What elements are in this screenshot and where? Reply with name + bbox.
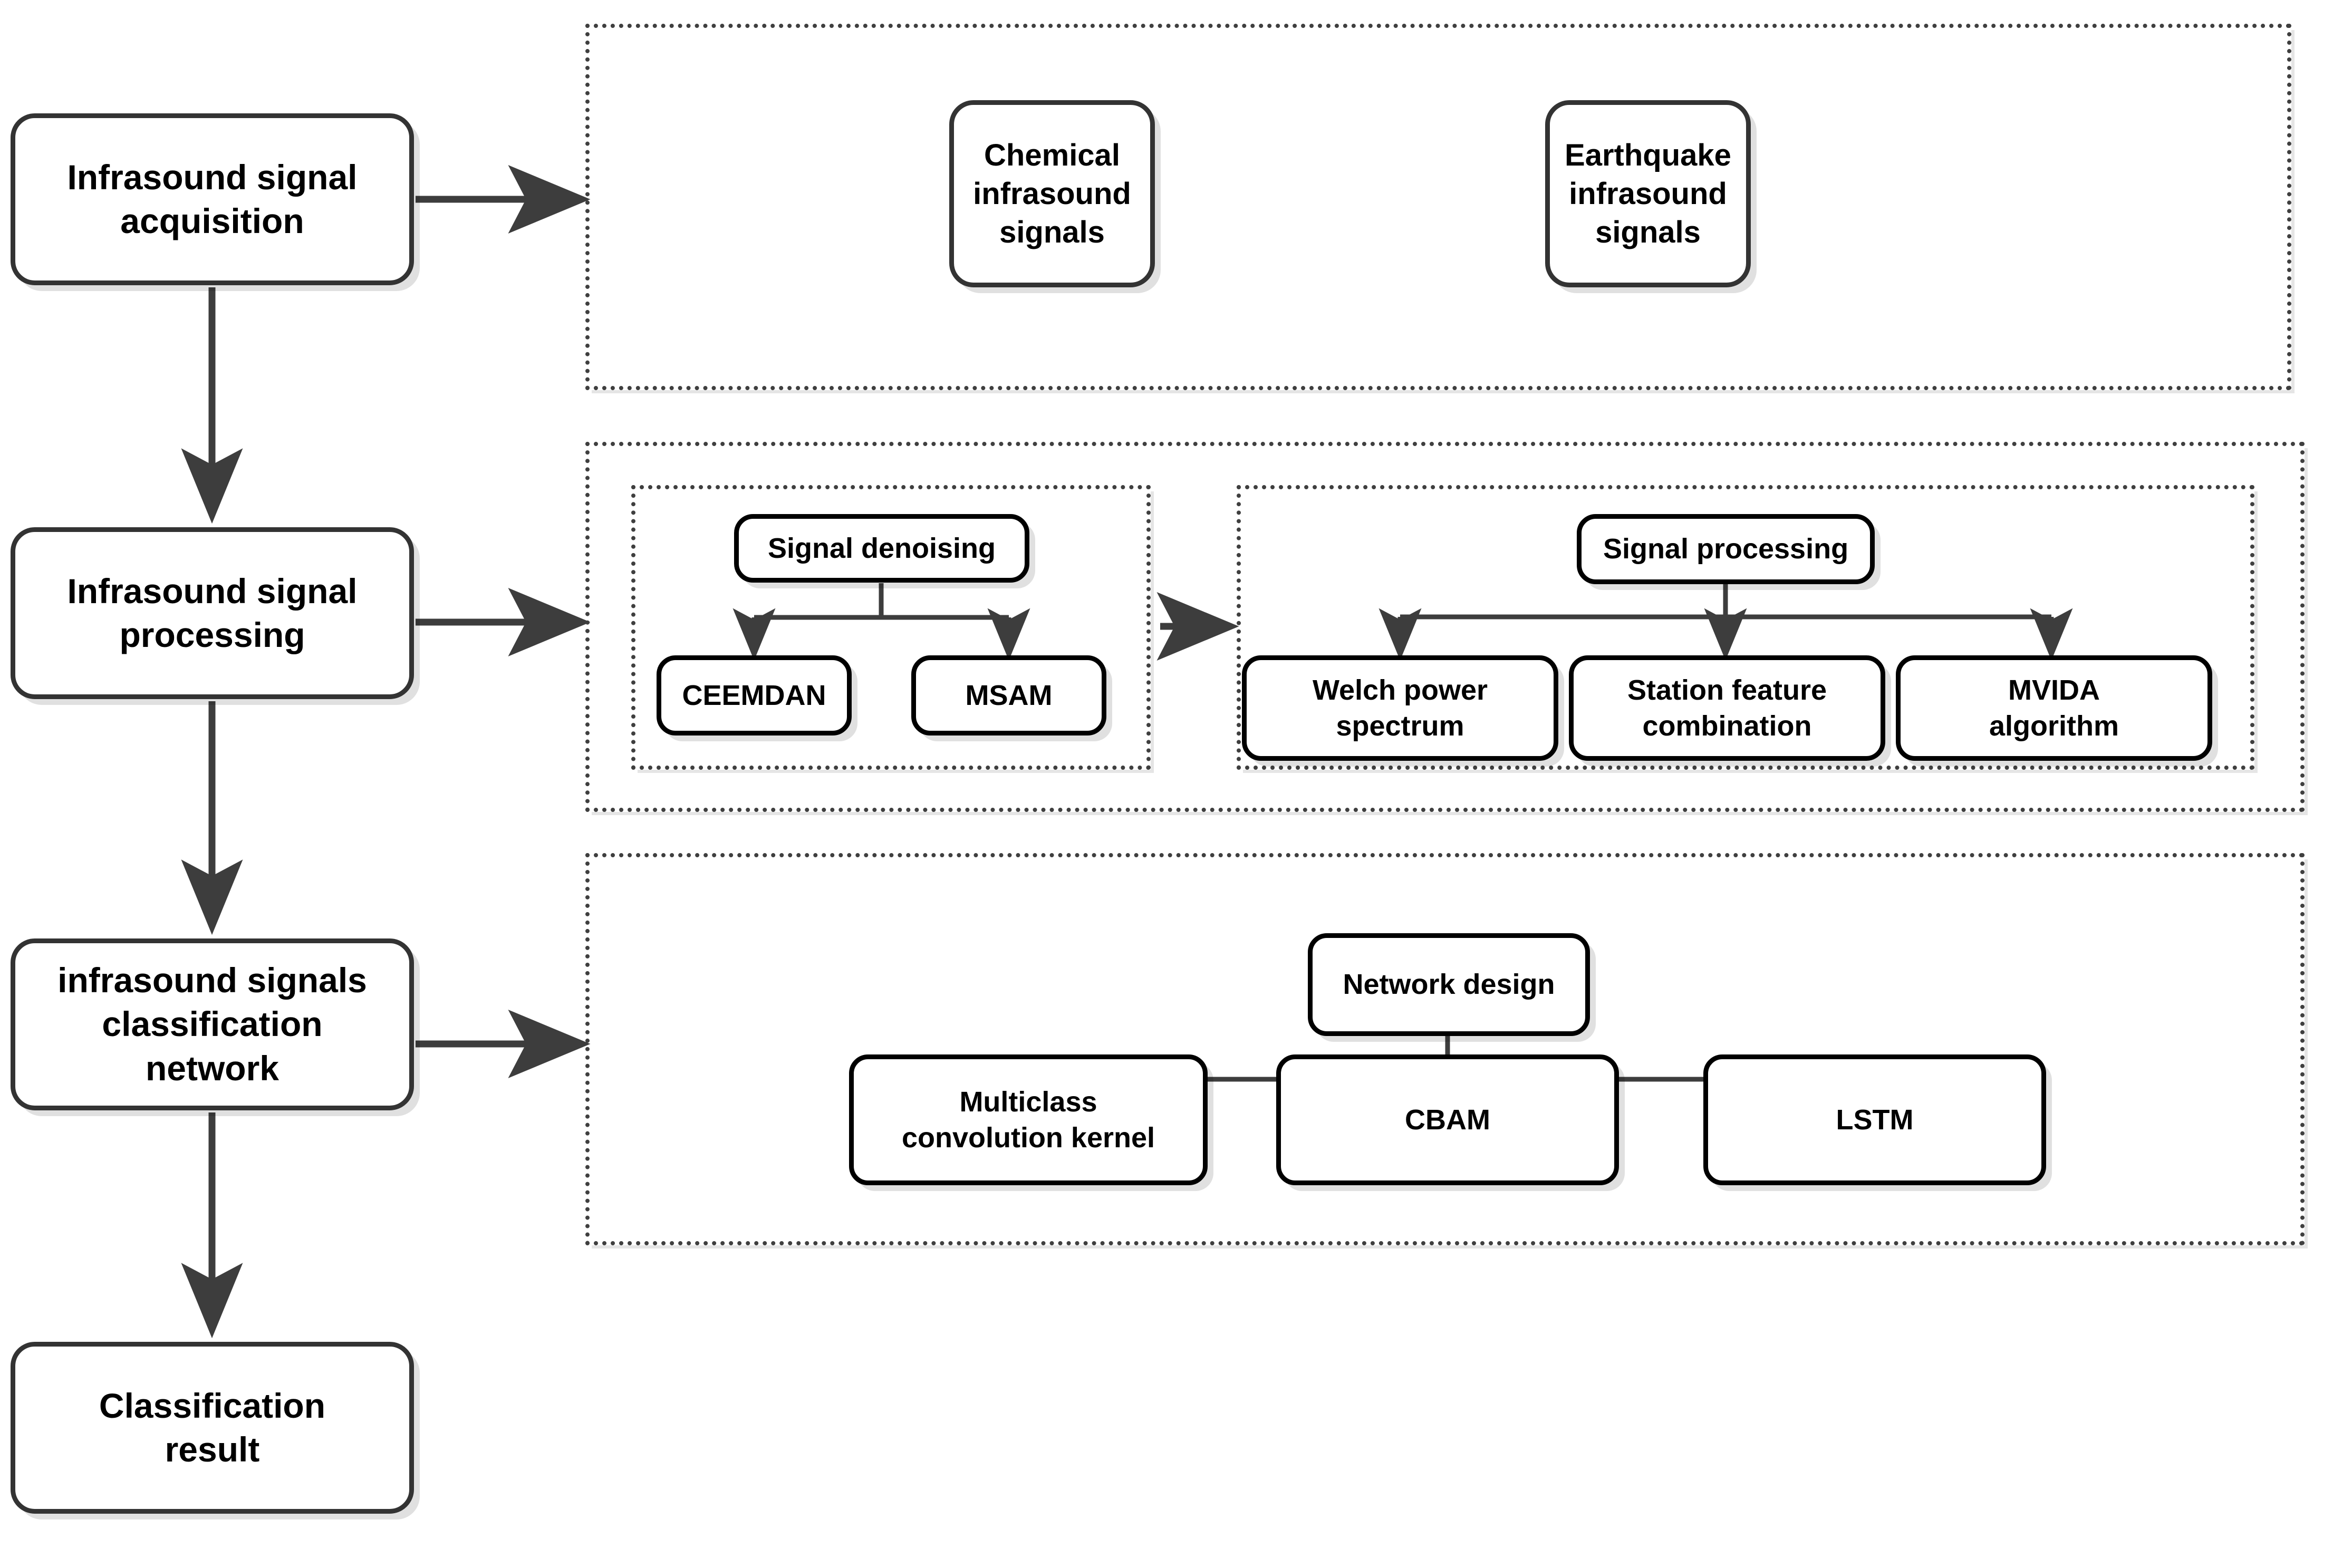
group-denoising-subgroup bbox=[631, 485, 1151, 770]
node-ceemdan[interactable]: CEEMDAN bbox=[657, 655, 852, 735]
node-signal-processing[interactable]: Signal processing bbox=[1577, 514, 1875, 584]
node-label: CEEMDAN bbox=[682, 679, 826, 711]
node-label: Welch power spectrum bbox=[1312, 674, 1488, 742]
node-multiclass-convolution-kernel[interactable]: Multiclass convolution kernel bbox=[849, 1054, 1208, 1185]
node-label: Chemical infrasound signals bbox=[973, 138, 1131, 250]
node-label: Station feature combination bbox=[1627, 674, 1827, 742]
node-cbam[interactable]: CBAM bbox=[1276, 1054, 1619, 1185]
node-mvida-algorithm[interactable]: MVIDA algorithm bbox=[1896, 655, 2212, 761]
group-network-stage bbox=[585, 853, 2305, 1245]
node-earthquake-infrasound-signals[interactable]: Earthquake infrasound signals bbox=[1545, 100, 1751, 287]
node-label: Classification result bbox=[99, 1386, 326, 1469]
node-classification-result[interactable]: Classification result bbox=[11, 1342, 414, 1514]
node-infrasound-signals-classification-network[interactable]: infrasound signals classification networ… bbox=[11, 938, 414, 1110]
group-acquisition-stage bbox=[585, 24, 2291, 390]
node-welch-power-spectrum[interactable]: Welch power spectrum bbox=[1242, 655, 1558, 761]
node-chemical-infrasound-signals[interactable]: Chemical infrasound signals bbox=[949, 100, 1155, 287]
node-label: MVIDA algorithm bbox=[1989, 674, 2119, 742]
node-label: Infrasound signal acquisition bbox=[67, 157, 358, 240]
node-network-design[interactable]: Network design bbox=[1308, 933, 1590, 1036]
node-msam[interactable]: MSAM bbox=[911, 655, 1106, 735]
node-infrasound-signal-acquisition[interactable]: Infrasound signal acquisition bbox=[11, 113, 414, 285]
node-label: Network design bbox=[1343, 969, 1555, 1001]
node-lstm[interactable]: LSTM bbox=[1703, 1054, 2046, 1185]
node-station-feature-combination[interactable]: Station feature combination bbox=[1569, 655, 1885, 761]
node-label: CBAM bbox=[1405, 1104, 1490, 1136]
node-label: Signal processing bbox=[1603, 533, 1849, 565]
node-signal-denoising[interactable]: Signal denoising bbox=[734, 514, 1029, 583]
node-infrasound-signal-processing[interactable]: Infrasound signal processing bbox=[11, 527, 414, 699]
node-label: Signal denoising bbox=[767, 532, 996, 564]
node-label: Infrasound signal processing bbox=[67, 571, 358, 654]
node-label: LSTM bbox=[1836, 1104, 1914, 1136]
node-label: MSAM bbox=[965, 679, 1053, 711]
node-label: Earthquake infrasound signals bbox=[1565, 138, 1731, 250]
node-label: Multiclass convolution kernel bbox=[901, 1086, 1155, 1154]
node-label: infrasound signals classification networ… bbox=[57, 961, 367, 1088]
